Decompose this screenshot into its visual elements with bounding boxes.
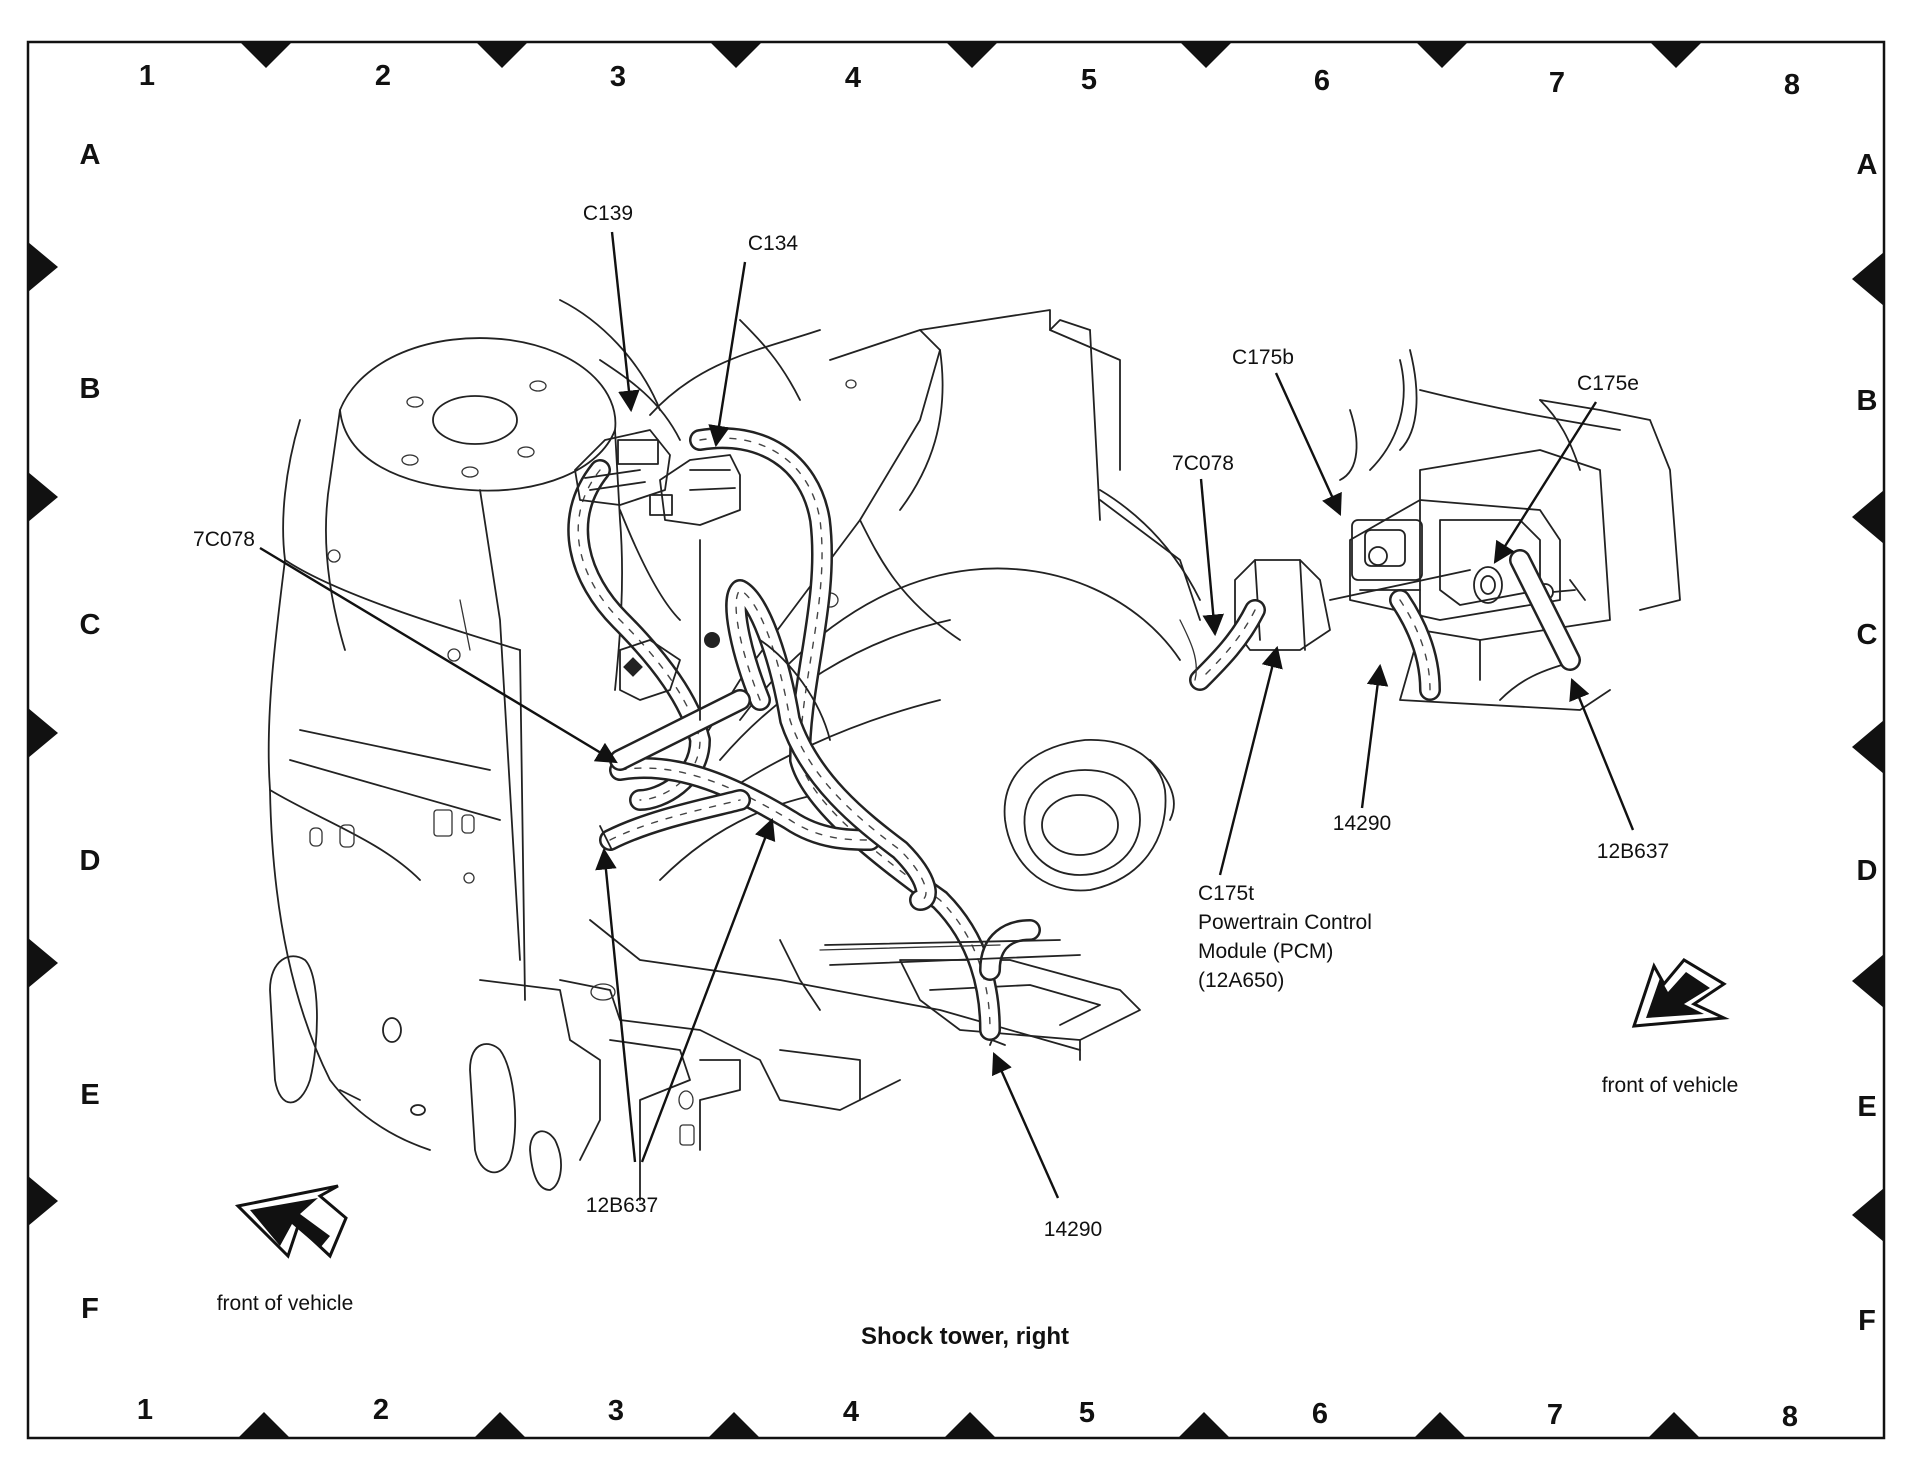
diagram-caption: Shock tower, right bbox=[861, 1323, 1069, 1350]
grid-left-b: B bbox=[80, 373, 101, 405]
pcm-illustration bbox=[1179, 349, 1681, 711]
grid-left-c: C bbox=[80, 609, 101, 641]
grid-marker-icon bbox=[28, 242, 58, 1226]
label-7c078-right: 7C078 bbox=[1172, 452, 1234, 475]
direction-arrow-icon bbox=[234, 1184, 348, 1259]
grid-bottom-1: 1 bbox=[137, 1394, 153, 1426]
leader-arrow-icon bbox=[259, 231, 1635, 1199]
label-pcm-line1: Powertrain Control bbox=[1198, 911, 1372, 934]
grid-bottom-7: 7 bbox=[1547, 1399, 1563, 1431]
grid-bottom-5: 5 bbox=[1079, 1397, 1095, 1429]
label-14290-right: 14290 bbox=[1333, 812, 1391, 835]
grid-bottom-4: 4 bbox=[843, 1396, 859, 1428]
grid-marker-icon bbox=[238, 1412, 1700, 1438]
grid-right-letters: A B C D E F bbox=[1857, 149, 1878, 1337]
grid-bottom-8: 8 bbox=[1782, 1401, 1798, 1433]
label-c175b: C175b bbox=[1232, 346, 1294, 369]
grid-left-letters: A B C D E F bbox=[80, 139, 101, 1325]
grid-right-b: B bbox=[1857, 385, 1878, 417]
grid-bottom-2: 2 bbox=[373, 1394, 389, 1426]
grid-right-d: D bbox=[1857, 855, 1878, 887]
connector-c134 bbox=[649, 454, 741, 526]
grid-marker-icon bbox=[1852, 252, 1884, 1242]
label-12b637-left: 12B637 bbox=[586, 1194, 658, 1217]
label-c139: C139 bbox=[583, 202, 633, 225]
grid-top-4: 4 bbox=[845, 62, 861, 94]
grid-right-e: E bbox=[1857, 1091, 1876, 1123]
grid-top-8: 8 bbox=[1784, 69, 1800, 101]
grid-top-7: 7 bbox=[1549, 67, 1565, 99]
wiring-harness-left bbox=[567, 427, 1081, 1046]
connector-c139 bbox=[574, 429, 671, 506]
label-14290-left: 14290 bbox=[1044, 1218, 1102, 1241]
label-c175e: C175e bbox=[1577, 372, 1639, 395]
grid-top-1: 1 bbox=[139, 60, 155, 92]
grid-top-numbers: 1 2 3 4 5 6 7 8 bbox=[139, 60, 1800, 101]
grid-bottom-6: 6 bbox=[1312, 1398, 1328, 1430]
label-7c078-left: 7C078 bbox=[193, 528, 255, 551]
grid-left-e: E bbox=[80, 1079, 99, 1111]
grid-left-a: A bbox=[80, 139, 101, 171]
grid-top-2: 2 bbox=[375, 60, 391, 92]
grid-left-d: D bbox=[80, 845, 101, 877]
direction-arrow-icon bbox=[1631, 958, 1730, 1028]
label-front-of-vehicle-left: front of vehicle bbox=[217, 1292, 354, 1315]
grid-bottom-3: 3 bbox=[608, 1395, 624, 1427]
grid-top-6: 6 bbox=[1314, 65, 1330, 97]
grid-left-f: F bbox=[81, 1293, 99, 1325]
grid-right-f: F bbox=[1858, 1305, 1876, 1337]
label-c175t: C175t bbox=[1198, 882, 1254, 905]
label-pcm-line3: (12A650) bbox=[1198, 969, 1284, 992]
grid-right-a: A bbox=[1857, 149, 1878, 181]
grid-top-3: 3 bbox=[610, 61, 626, 93]
label-pcm-line2: Module (PCM) bbox=[1198, 940, 1333, 963]
mount-bracket bbox=[619, 632, 720, 701]
pcm-leader-line bbox=[819, 944, 1001, 951]
grid-top-5: 5 bbox=[1081, 64, 1097, 96]
label-12b637-right: 12B637 bbox=[1597, 840, 1669, 863]
grid-right-c: C bbox=[1857, 619, 1878, 651]
label-c134: C134 bbox=[748, 232, 799, 255]
callout-labels: C139 C134 7C078 12B637 14290 C175b C175e… bbox=[193, 202, 1738, 1315]
label-front-of-vehicle-right: front of vehicle bbox=[1602, 1074, 1739, 1097]
grid-bottom-numbers: 1 2 3 4 5 6 7 8 bbox=[137, 1394, 1798, 1433]
grid-marker-icon bbox=[240, 42, 1702, 68]
